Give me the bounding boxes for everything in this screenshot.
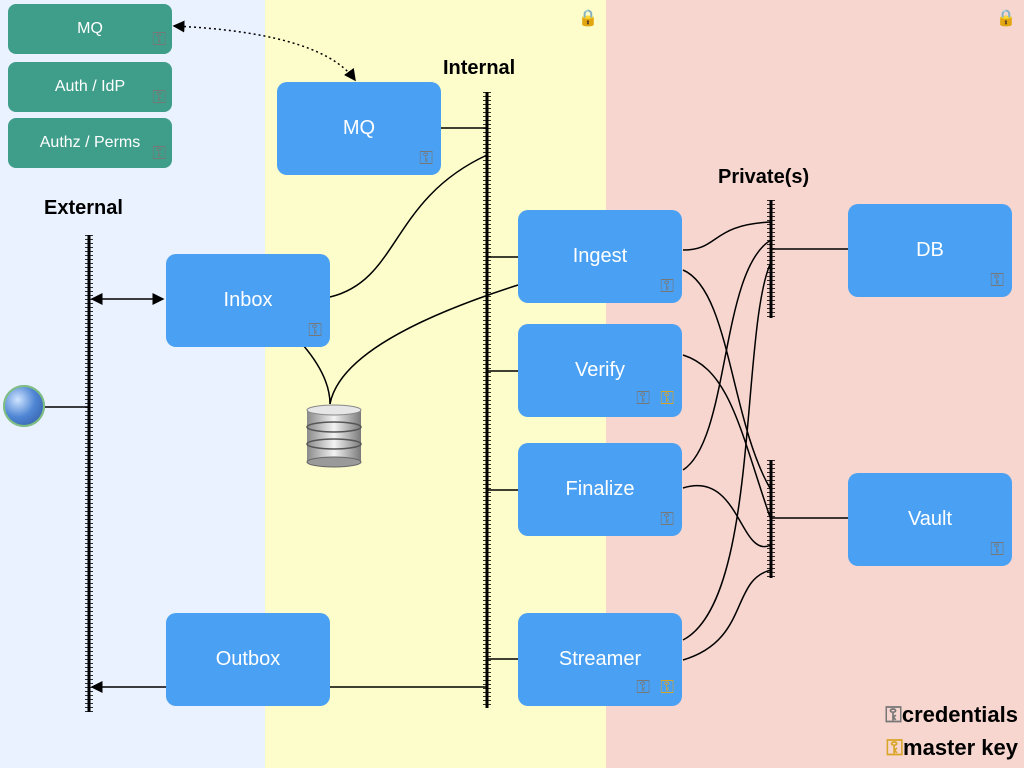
database-icon — [306, 404, 362, 468]
key-icon: ⚿ — [660, 509, 674, 529]
key-icon: ⚿ — [152, 87, 166, 107]
db-box[interactable]: DB ⚿ — [848, 204, 1012, 297]
lock-icon: 🔒 — [996, 10, 1016, 27]
auth-idp-box[interactable]: Auth / IdP ⚿ — [8, 62, 172, 112]
verify-box[interactable]: Verify ⚿ ⚿ — [518, 324, 682, 417]
authz-perms-box[interactable]: Authz / Perms ⚿ — [8, 118, 172, 168]
key-icon: ⚿ — [636, 388, 650, 408]
outbox-label: Outbox — [215, 648, 281, 670]
key-icon: ⚿ — [419, 148, 433, 168]
key-icon: ⚿ — [660, 276, 674, 296]
legend-credentials-label: credentials — [901, 702, 1018, 727]
key-icon: ⚿ — [152, 29, 166, 49]
lock-icon: 🔒 — [578, 10, 598, 27]
inbox-box[interactable]: Inbox ⚿ — [166, 254, 330, 347]
mq-external-label: MQ — [77, 20, 103, 37]
inbox-label: Inbox — [223, 289, 273, 311]
internal-network-label: Internal — [443, 57, 516, 79]
key-icon: ⚿ — [152, 143, 166, 163]
master-key-icon: ⚿ — [660, 677, 674, 697]
key-icon: ⚿ — [636, 677, 650, 697]
legend-master-key-label: master key — [903, 735, 1018, 760]
streamer-box[interactable]: Streamer ⚿ ⚿ — [518, 613, 682, 706]
legend-master-key: ⚿master key — [886, 735, 1018, 761]
db-label: DB — [916, 239, 944, 261]
globe-icon — [3, 385, 45, 427]
streamer-label: Streamer — [558, 648, 642, 670]
ingest-label: Ingest — [572, 245, 628, 267]
master-key-icon: ⚿ — [886, 735, 904, 760]
mq-box[interactable]: MQ ⚿ — [277, 82, 441, 175]
auth-idp-label: Auth / IdP — [54, 78, 126, 95]
key-icon: ⚿ — [308, 320, 322, 340]
vault-box[interactable]: Vault ⚿ — [848, 473, 1012, 566]
key-icon: ⚿ — [885, 702, 902, 727]
finalize-box[interactable]: Finalize ⚿ — [518, 443, 682, 536]
authz-perms-label: Authz / Perms — [39, 134, 141, 151]
master-key-icon: ⚿ — [660, 388, 674, 408]
mq-external-box[interactable]: MQ ⚿ — [8, 4, 172, 54]
ingest-box[interactable]: Ingest ⚿ — [518, 210, 682, 303]
legend-credentials: ⚿credentials — [885, 702, 1018, 728]
key-icon: ⚿ — [990, 539, 1004, 559]
key-icon: ⚿ — [990, 270, 1004, 290]
verify-label: Verify — [574, 359, 626, 381]
private-network-label: Private(s) — [718, 166, 810, 188]
finalize-label: Finalize — [565, 478, 635, 500]
external-network-label: External — [44, 197, 123, 219]
vault-label: Vault — [907, 508, 953, 530]
outbox-box[interactable]: Outbox — [166, 613, 330, 706]
mq-label: MQ — [342, 117, 376, 139]
